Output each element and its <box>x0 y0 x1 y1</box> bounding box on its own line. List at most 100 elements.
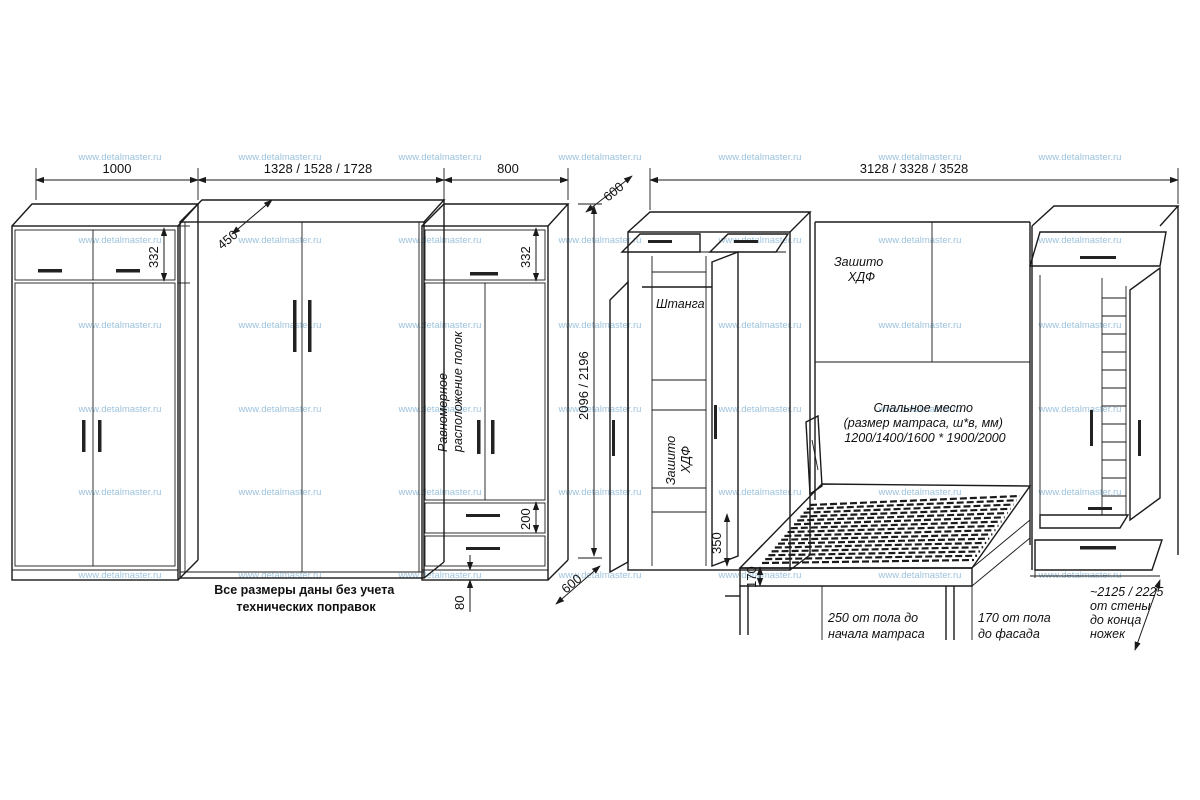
door-handle-icon <box>648 240 672 243</box>
watermark-text: www.detalmaster.ru <box>718 487 802 498</box>
door-handle-icon <box>734 240 758 243</box>
watermark-text: www.detalmaster.ru <box>78 320 162 331</box>
flap-handle-icon <box>1080 256 1116 259</box>
wall-to-legs-note: ~2125 / 2225 от стены до конца ножек <box>1090 585 1167 641</box>
watermark-text: www.detalmaster.ru <box>398 320 482 331</box>
watermark-text: www.detalmaster.ru <box>78 570 162 581</box>
watermark-text: www.detalmaster.ru <box>558 487 642 498</box>
drawer-handle-icon <box>466 514 500 517</box>
watermark-text: www.detalmaster.ru <box>398 152 482 163</box>
watermark-text: www.detalmaster.ru <box>238 487 322 498</box>
dim-left-width: 1000 <box>103 161 132 176</box>
dim-drawer-height: 200 <box>518 508 533 530</box>
bed-slat <box>765 554 978 561</box>
bed-niche <box>725 221 1032 640</box>
bed-slat <box>800 507 1011 518</box>
watermark-text: www.detalmaster.ru <box>558 152 642 163</box>
wardrobe-left <box>11 203 200 581</box>
drawer-handle-icon <box>38 269 62 273</box>
watermark-layer: www.detalmaster.ru www.detalmaster.ru www.… <box>78 152 1122 581</box>
watermark-text: www.detalmaster.ru <box>1038 235 1122 246</box>
door-handle-icon <box>1138 420 1141 456</box>
bed-slat <box>797 511 1008 522</box>
watermark-text: www.detalmaster.ru <box>558 235 642 246</box>
door-handle-icon <box>293 300 297 352</box>
drawer-handle-icon <box>1080 546 1116 550</box>
watermark-text: www.detalmaster.ru <box>238 320 322 331</box>
watermark-text: www.detalmaster.ru <box>238 570 322 581</box>
watermark-text: www.detalmaster.ru <box>238 152 322 163</box>
watermark-text: www.detalmaster.ru <box>238 235 322 246</box>
drawer-handle-icon <box>116 269 140 273</box>
bed-slat <box>809 494 1021 507</box>
bed-slat <box>777 537 990 545</box>
watermark-text: www.detalmaster.ru <box>78 404 162 415</box>
bed-slat <box>781 533 993 541</box>
watermark-text: www.detalmaster.ru <box>718 320 802 331</box>
general-note: Все размеры даны без учета технических п… <box>214 583 398 614</box>
watermark-text: www.detalmaster.ru <box>238 404 322 415</box>
watermark-text: www.detalmaster.ru <box>78 235 162 246</box>
open-wardrobe-section <box>609 211 812 574</box>
dim-depth-top-side: 600 <box>600 179 626 204</box>
drawer-handle-icon <box>1088 507 1112 510</box>
watermark-text: www.detalmaster.ru <box>398 235 482 246</box>
door-handle-icon <box>477 420 481 454</box>
cabinet-shelves <box>1102 297 1126 497</box>
dim-mezzanine-left: 332 <box>146 246 161 268</box>
floor-to-mattress-note: 250 от пола до начала матраса <box>827 611 925 641</box>
watermark-text: www.detalmaster.ru <box>398 487 482 498</box>
bed-slat <box>771 546 984 553</box>
watermark-text: www.detalmaster.ru <box>398 570 482 581</box>
shelves-note: Равномерное расположение полок <box>436 330 465 453</box>
floor-to-facade-note: 170 от пола до фасада <box>978 611 1054 641</box>
bed-slat <box>761 558 975 565</box>
watermark-text: www.detalmaster.ru <box>718 235 802 246</box>
bed-slat <box>768 550 981 557</box>
dim-middle-width: 1328 / 1528 / 1728 <box>264 161 372 176</box>
watermark-text: www.detalmaster.ru <box>878 487 962 498</box>
watermark-text: www.detalmaster.ru <box>398 404 482 415</box>
bed-slat <box>793 516 1005 526</box>
watermark-text: www.detalmaster.ru <box>718 152 802 163</box>
bed-slat <box>790 520 1002 530</box>
dim-lower-shelf: 350 <box>709 532 724 554</box>
sleeping-place-note: Спальное место (размер матраса, ш*в, мм)… <box>844 401 1007 445</box>
watermark-text: www.detalmaster.ru <box>878 320 962 331</box>
bed-slat <box>803 503 1014 514</box>
dim-bed-front: 170 <box>744 566 759 588</box>
bed-slat <box>774 541 987 549</box>
watermark-text: www.detalmaster.ru <box>878 235 962 246</box>
watermark-text: www.detalmaster.ru <box>718 404 802 415</box>
drawer-handle-icon <box>470 272 498 276</box>
right-open-cabinet <box>1029 205 1180 578</box>
watermark-text: www.detalmaster.ru <box>78 487 162 498</box>
door-handle-icon <box>98 420 102 452</box>
bed-slat <box>784 529 996 538</box>
watermark-text: www.detalmaster.ru <box>1038 404 1122 415</box>
drawer-handle-icon <box>466 547 500 550</box>
wardrobe-right <box>421 203 570 581</box>
door-handle-icon <box>82 420 86 452</box>
dim-mezzanine-right: 332 <box>518 246 533 268</box>
watermark-text: www.detalmaster.ru <box>558 404 642 415</box>
bed-slats <box>761 494 1021 565</box>
watermark-text: www.detalmaster.ru <box>878 152 962 163</box>
dim-overall-width: 3128 / 3328 / 3528 <box>860 161 968 176</box>
bed-slat <box>787 524 999 534</box>
dim-right-width: 800 <box>497 161 519 176</box>
watermark-text: www.detalmaster.ru <box>1038 570 1122 581</box>
watermark-text: www.detalmaster.ru <box>558 320 642 331</box>
door-handle-icon <box>612 420 615 456</box>
door-handle-icon <box>491 420 495 454</box>
dimension-lines <box>35 168 1179 651</box>
watermark-text: www.detalmaster.ru <box>1038 487 1122 498</box>
dim-total-height: 2096 / 2196 <box>576 351 591 420</box>
dim-plinth-height: 80 <box>452 596 467 610</box>
bed-slat <box>806 499 1017 510</box>
door-handle-icon <box>714 405 717 439</box>
door-handle-icon <box>308 300 312 352</box>
hdf-top-note: Зашито ХДФ <box>834 255 887 284</box>
watermark-text: www.detalmaster.ru <box>1038 152 1122 163</box>
notes: Равномерное расположение полок Все разме… <box>214 255 1167 641</box>
